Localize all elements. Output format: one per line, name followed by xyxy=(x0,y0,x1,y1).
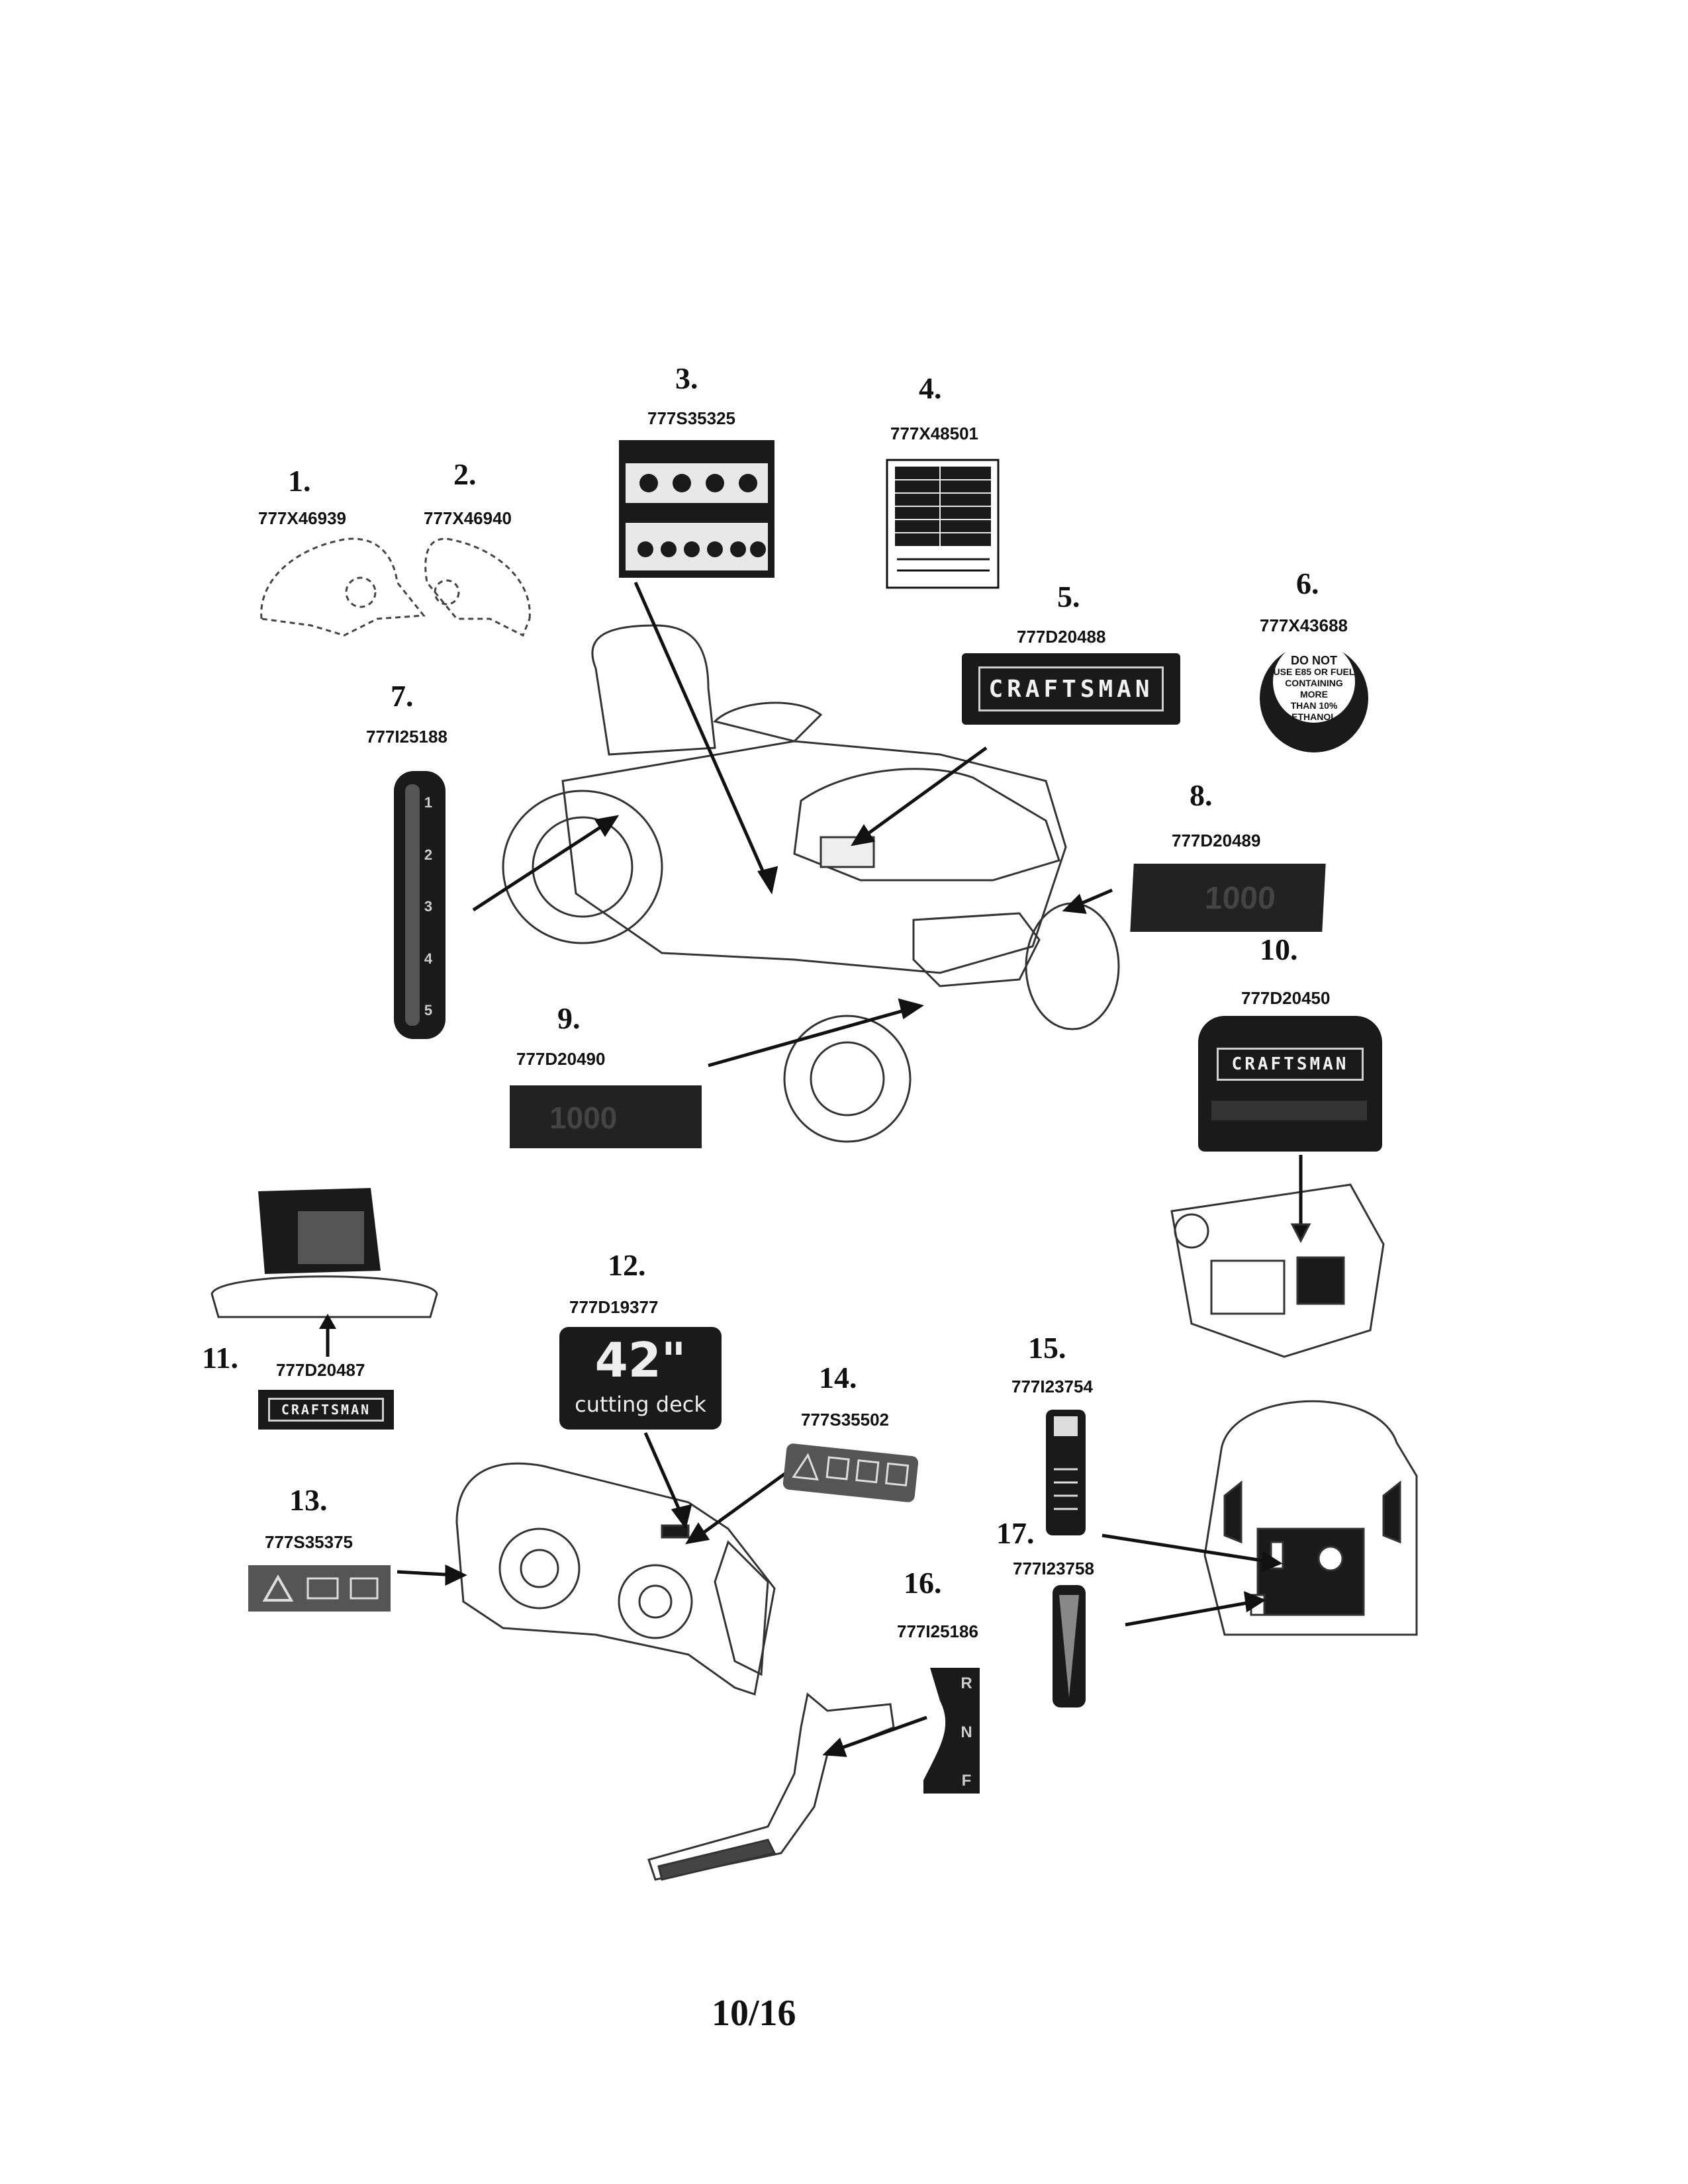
callout-number-12: 12. xyxy=(608,1248,646,1282)
deck-warning-decal xyxy=(248,1565,391,1612)
deck-safety-decal xyxy=(782,1443,919,1502)
throttle-speed-decal xyxy=(394,771,445,1039)
foot-pedal xyxy=(647,1692,895,1881)
callout-number-13: 13. xyxy=(289,1483,328,1517)
callout-number-4: 4. xyxy=(919,371,942,405)
callout-number-7: 7. xyxy=(391,679,414,713)
callout-number-8: 8. xyxy=(1190,778,1213,812)
operator-seat xyxy=(211,1188,438,1357)
part-number-15: 777I23754 xyxy=(1011,1377,1093,1396)
part-number-2: 777X46940 xyxy=(424,508,512,528)
deck-size-decal: 42" cutting deck xyxy=(559,1327,722,1430)
part-number-12: 777D19377 xyxy=(569,1297,659,1317)
callout-number-14: 14. xyxy=(819,1361,857,1394)
specification-table-decal xyxy=(886,459,1000,589)
craftsman-hood-decal: CRAFTSMAN xyxy=(962,653,1180,725)
callout-number-10: 10. xyxy=(1260,933,1298,966)
part-number-13: 777S35375 xyxy=(265,1532,353,1552)
fender-decal-left xyxy=(260,537,426,637)
callout-number-9: 9. xyxy=(557,1001,581,1035)
part-number-10: 777D20450 xyxy=(1241,988,1331,1008)
fuel-warning-text: DO NOT USE E85 OR FUEL CONTAINING MORE T… xyxy=(1273,654,1355,722)
craftsman-logo: CRAFTSMAN xyxy=(268,1398,384,1422)
page-number: 10/16 xyxy=(712,1993,796,2034)
callout-number-16: 16. xyxy=(904,1566,942,1600)
shift-pattern-decal xyxy=(923,1668,980,1794)
engine-cover-decal: CRAFTSMAN xyxy=(1198,1016,1382,1152)
part-number-17: 777I23758 xyxy=(1013,1559,1094,1578)
model-number-text: 1000 xyxy=(549,1101,618,1135)
fender-decal-right xyxy=(424,537,531,637)
engine-model-strip xyxy=(1211,1101,1367,1120)
callout-number-5: 5. xyxy=(1057,580,1080,614)
part-number-16: 777I25186 xyxy=(897,1621,978,1641)
fuel-warning-decal xyxy=(1260,641,1368,752)
part-number-9: 777D20490 xyxy=(516,1049,606,1069)
part-number-6: 777X43688 xyxy=(1260,615,1348,635)
part-number-7: 777I25188 xyxy=(366,727,447,747)
craftsman-logo: CRAFTSMAN xyxy=(978,666,1164,711)
part-number-8: 777D20489 xyxy=(1172,831,1261,850)
part-number-3: 777S35325 xyxy=(647,408,736,428)
speed-scale: 1 2 3 4 5 xyxy=(424,794,433,1019)
callout-number-11: 11. xyxy=(202,1341,238,1375)
deck-size-value: 42" xyxy=(594,1332,686,1388)
engine-assembly xyxy=(1170,1155,1385,1358)
part-number-4: 777X48501 xyxy=(890,424,979,443)
callout-number-17: 17. xyxy=(996,1516,1035,1550)
model-number-decal-9: 1000 xyxy=(510,1085,702,1148)
deck-size-label: cutting deck xyxy=(575,1392,706,1417)
callout-number-15: 15. xyxy=(1028,1331,1066,1365)
part-number-1: 777X46939 xyxy=(258,508,347,528)
model-number-decal-8: 1000 xyxy=(1130,864,1326,932)
part-number-11: 777D20487 xyxy=(276,1360,365,1380)
model-number-text: 1000 xyxy=(1203,881,1277,916)
part-number-5: 777D20488 xyxy=(1017,627,1106,647)
shift-pattern-marks: R N F xyxy=(961,1674,972,1790)
craftsman-logo: CRAFTSMAN xyxy=(1217,1048,1364,1081)
callout-arrows xyxy=(472,581,1113,1068)
callout-number-3: 3. xyxy=(675,361,698,395)
callout-number-6: 6. xyxy=(1296,567,1319,600)
seat-decal: CRAFTSMAN xyxy=(258,1390,394,1430)
mower-deck xyxy=(455,1462,776,1696)
tractor-rear-view xyxy=(1203,1400,1418,1636)
throttle-lever-decal xyxy=(1053,1585,1086,1707)
safety-warning-decal xyxy=(619,440,774,578)
part-number-14: 777S35502 xyxy=(801,1410,890,1430)
transmission-decal xyxy=(1046,1410,1086,1535)
callout-number-1: 1. xyxy=(288,464,311,498)
callout-number-2: 2. xyxy=(453,457,477,491)
